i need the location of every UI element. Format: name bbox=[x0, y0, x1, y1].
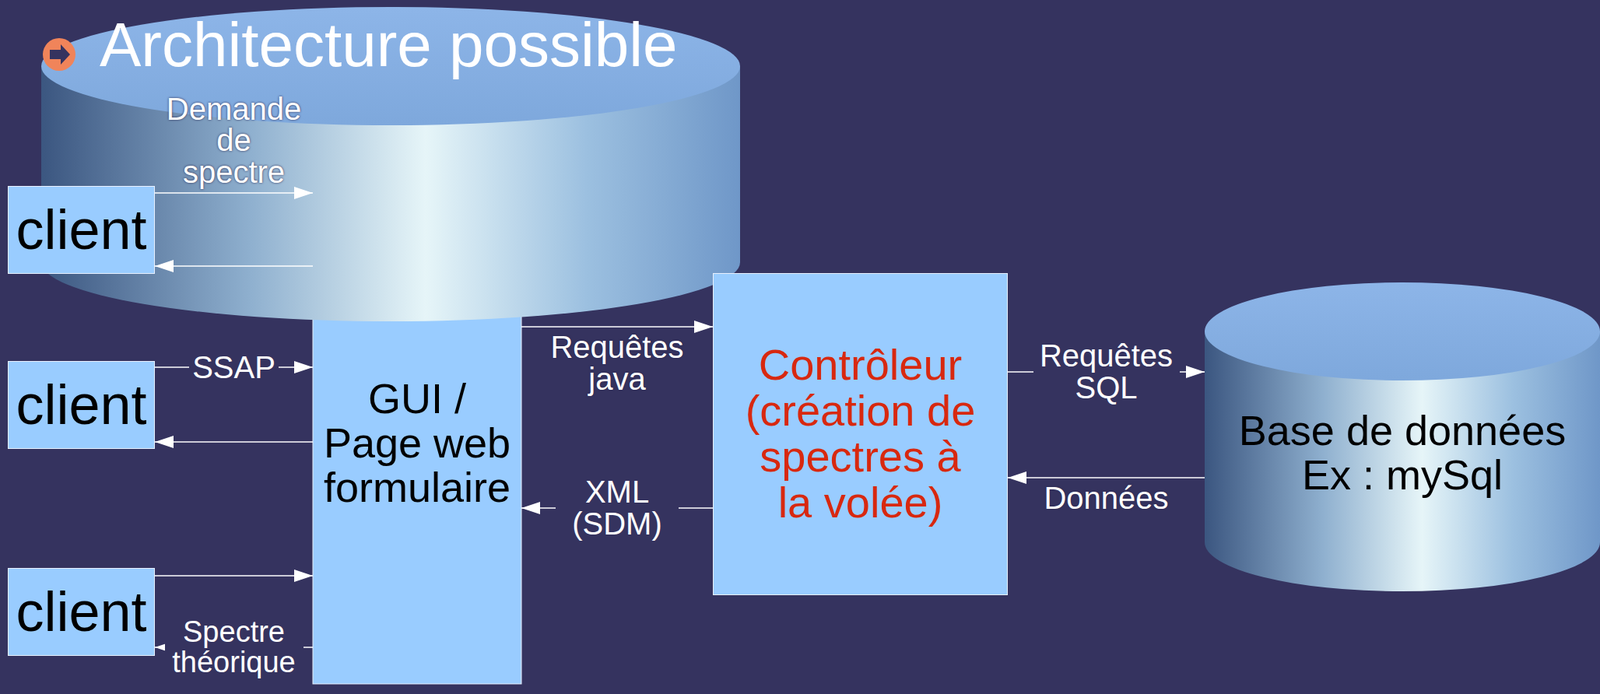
connector-label: XML (SDM) bbox=[555, 476, 679, 541]
client-box: client bbox=[7, 361, 155, 450]
node-label: client bbox=[15, 582, 147, 643]
connector-label: SSAP bbox=[189, 351, 279, 384]
connector-arrow bbox=[1007, 477, 1205, 479]
gui-box: GUI / Page web formulaire bbox=[312, 155, 522, 685]
connector-arrow bbox=[154, 441, 313, 443]
bullet-arrow bbox=[49, 44, 71, 65]
bullet-icon bbox=[42, 38, 76, 71]
node-label: Contrôleur bbox=[758, 342, 962, 389]
client-box: client bbox=[7, 185, 155, 274]
controller-box: Contrôleur(création de spectres à la vol… bbox=[712, 273, 1008, 596]
cylinder-top bbox=[41, 7, 741, 126]
node-label: client bbox=[15, 375, 147, 436]
connector-arrow bbox=[154, 575, 313, 577]
connector-arrow bbox=[154, 265, 313, 267]
connector-arrow bbox=[521, 326, 713, 328]
connector-label: Spectre théorique bbox=[164, 617, 304, 678]
node-sublabel: Ex : mySql bbox=[1301, 452, 1503, 498]
connector-label: Requêtes java bbox=[547, 331, 688, 396]
cylinder-top bbox=[1204, 282, 1600, 381]
database-cylinder: Base de donnéesEx : mySql bbox=[1204, 282, 1600, 592]
connector-label: Requêtes SQL bbox=[1033, 340, 1180, 404]
node-label: client bbox=[15, 200, 147, 260]
node-label: GUI / Page web formulaire bbox=[319, 376, 515, 509]
connector-arrow bbox=[154, 192, 313, 194]
node-label: Base de données bbox=[1238, 408, 1566, 453]
node-sublabel: (création de spectres à la volée) bbox=[741, 388, 979, 526]
connector-label: Données bbox=[1043, 482, 1169, 515]
connector-label: Demande de spectre bbox=[164, 93, 305, 189]
slide-title: Architecture possible bbox=[99, 14, 678, 77]
client-box: client bbox=[7, 568, 155, 657]
